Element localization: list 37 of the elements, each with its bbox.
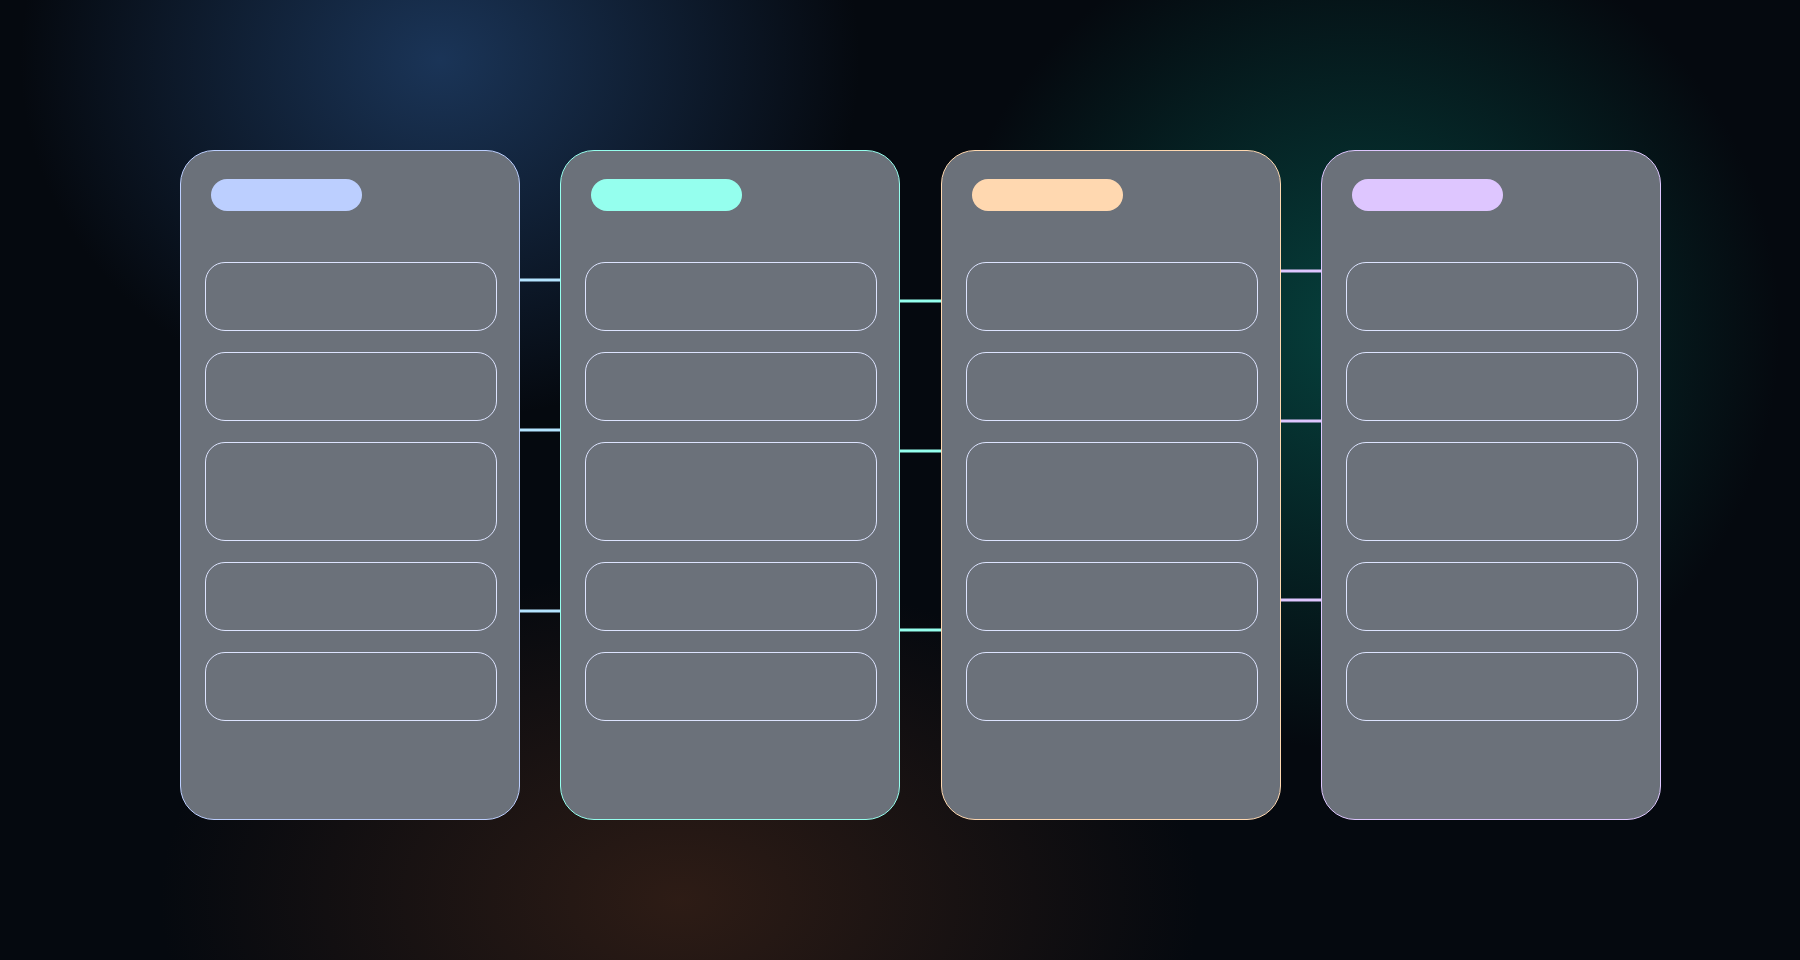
connector-line <box>520 609 560 613</box>
content-box <box>966 562 1258 631</box>
content-box <box>205 562 497 631</box>
content-box <box>585 442 877 541</box>
connector-line <box>1281 269 1321 273</box>
connector-line <box>1281 598 1321 602</box>
content-box <box>1346 442 1638 541</box>
header-pill <box>1352 179 1503 211</box>
content-box <box>966 442 1258 541</box>
content-box <box>1346 562 1638 631</box>
column-card <box>941 150 1281 820</box>
content-box <box>1346 652 1638 721</box>
content-box <box>205 352 497 421</box>
content-box <box>966 262 1258 331</box>
column-card <box>560 150 900 820</box>
connector-line <box>1281 419 1321 423</box>
connector-line <box>520 428 560 432</box>
connector-line <box>900 449 941 453</box>
content-box <box>1346 352 1638 421</box>
content-box <box>205 442 497 541</box>
content-box <box>585 562 877 631</box>
content-box <box>585 352 877 421</box>
header-pill <box>211 179 362 211</box>
content-box <box>585 652 877 721</box>
content-box <box>205 262 497 331</box>
content-box <box>1346 262 1638 331</box>
content-box <box>205 652 497 721</box>
content-box <box>966 652 1258 721</box>
header-pill <box>972 179 1123 211</box>
header-pill <box>591 179 742 211</box>
column-card <box>1321 150 1661 820</box>
content-box <box>585 262 877 331</box>
connector-line <box>900 628 941 632</box>
connector-line <box>520 278 560 282</box>
connector-line <box>900 299 941 303</box>
content-box <box>966 352 1258 421</box>
column-card <box>180 150 520 820</box>
